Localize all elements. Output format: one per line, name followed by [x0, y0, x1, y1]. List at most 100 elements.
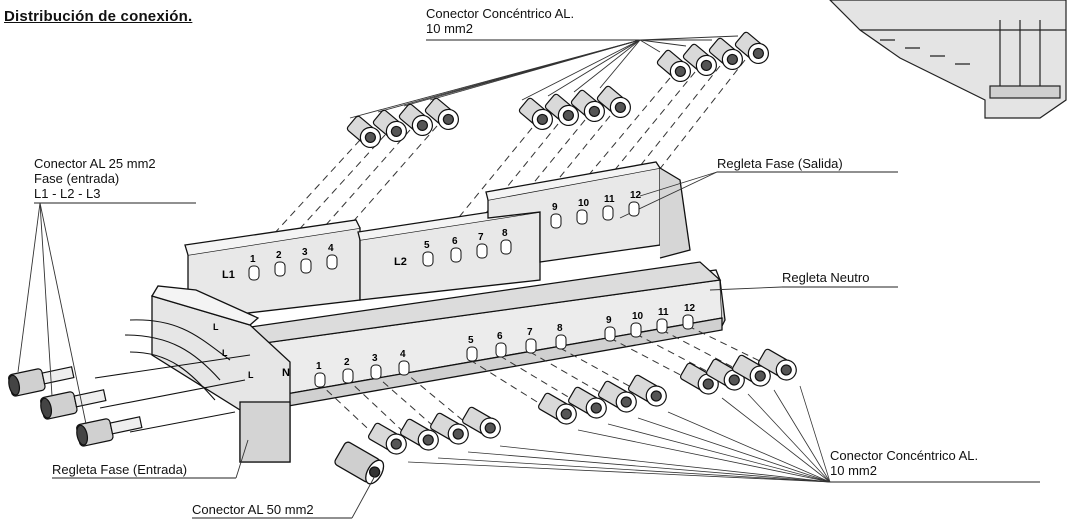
input-connector [8, 366, 75, 397]
phase-out-number-6: 6 [452, 236, 458, 247]
top-connector-label-line2: 10 mm2 [426, 21, 473, 36]
bottom-connector [461, 406, 501, 439]
neutral-number-terminal-hole [314, 372, 326, 388]
neutral-marker: N [282, 367, 290, 379]
input-connectors [8, 366, 143, 447]
top-connector [570, 89, 605, 123]
neutral-number-terminal-hole [555, 334, 567, 350]
phase-group-l2: L2 [394, 256, 407, 268]
input-connector-label-line1: Conector AL 25 mm2 [34, 156, 156, 171]
phase-out-number-terminal-hole [274, 261, 286, 277]
phase-out-number-terminal-hole [450, 247, 462, 263]
neutral-number-terminal-hole [370, 364, 382, 380]
bottom-connectors [367, 348, 797, 455]
connector-50 [334, 441, 385, 485]
top-connector [518, 97, 553, 131]
neutral-number-terminal-hole [466, 346, 478, 362]
neutral-number-10: 10 [632, 311, 644, 322]
bottom-connector [705, 358, 745, 391]
input-marker-3: L [248, 370, 254, 380]
neutral-number-6: 6 [497, 331, 503, 342]
product-thumbnail [829, 0, 1067, 119]
neutral-number-5: 5 [468, 335, 474, 346]
top-connector [544, 93, 579, 127]
bottom-connector [679, 362, 719, 395]
neutral-number-terminal-hole [342, 368, 354, 384]
neutral-number-1: 1 [316, 361, 322, 372]
phase-out-number-terminal-hole [476, 243, 488, 259]
connector-50-label: Conector AL 50 mm2 [192, 502, 314, 517]
phase-in-strip [151, 285, 291, 463]
phase-out-number-terminal-hole [550, 213, 562, 229]
phase-out-number-1: 1 [250, 254, 256, 265]
bottom-connector [757, 348, 797, 381]
phase-out-number-12: 12 [630, 190, 642, 201]
neutral-number-terminal-hole [604, 326, 616, 342]
input-connector-label: Conector AL 25 mm2 Fase (entrada) L1 - L… [34, 156, 156, 201]
neutral-number-terminal-hole [398, 360, 410, 376]
neutral-number-terminal-hole [656, 318, 668, 334]
phase-out-number-2: 2 [276, 250, 282, 261]
input-connector [76, 416, 143, 447]
phase-out-number-terminal-hole [576, 209, 588, 225]
input-connector-label-line3: L1 - L2 - L3 [34, 186, 101, 201]
input-connector [40, 389, 107, 420]
phase-out-leader [639, 171, 718, 197]
top-connector [682, 43, 717, 77]
top-connector [424, 97, 459, 131]
top-connector [656, 49, 691, 83]
neutral-number-8: 8 [557, 323, 563, 334]
bottom-connector [627, 374, 667, 407]
top-connector [596, 85, 631, 119]
bottom-connector [597, 380, 637, 413]
phase-out-number-terminal-hole [422, 251, 434, 267]
input-marker-2: L [222, 348, 228, 358]
phase-out-number-terminal-hole [248, 265, 260, 281]
phase-out-number-terminal-hole [602, 205, 614, 221]
phase-out-number-7: 7 [478, 232, 484, 243]
phase-out-number-8: 8 [502, 228, 508, 239]
bottom-connector-label-line2: 10 mm2 [830, 463, 877, 478]
top-connectors [346, 31, 769, 149]
top-connector-label-line1: Conector Concéntrico AL. [426, 6, 575, 21]
phase-in-strip-label: Regleta Fase (Entrada) [52, 462, 188, 477]
phase-out-number-3: 3 [302, 247, 308, 258]
top-connector-label: Conector Concéntrico AL. 10 mm2 [426, 6, 574, 36]
neutral-number-2: 2 [344, 357, 350, 368]
phase-out-strip [184, 161, 691, 321]
bottom-connector [429, 412, 469, 445]
neutral-number-11: 11 [658, 307, 669, 318]
top-connector [708, 37, 743, 71]
phase-out-number-terminal-hole [500, 239, 512, 255]
bottom-connector [399, 418, 439, 451]
bottom-connector-label-line1: Conector Concéntrico AL. [830, 448, 979, 463]
input-connector-label-line2: Fase (entrada) [34, 171, 120, 186]
neutral-number-terminal-hole [495, 342, 507, 358]
phase-group-l1: L1 [222, 269, 235, 281]
neutral-number-4: 4 [400, 349, 406, 360]
top-leader-lines [349, 35, 739, 119]
neutral-number-9: 9 [606, 315, 612, 326]
connector-50-leader [351, 473, 377, 519]
top-connector [346, 115, 381, 149]
phase-in-leader [235, 439, 249, 479]
phase-out-number-terminal-hole [326, 254, 338, 270]
input-leader-lines [17, 202, 87, 425]
phase-out-number-5: 5 [424, 240, 430, 251]
neutral-number-7: 7 [527, 327, 533, 338]
bottom-guide-lines [317, 325, 771, 441]
bottom-connector-label: Conector Concéntrico AL. 10 mm2 [830, 448, 978, 478]
top-connector [372, 109, 407, 143]
phase-out-number-terminal-hole [628, 201, 640, 217]
bottom-leader-lines [407, 385, 831, 483]
top-connector [398, 103, 433, 137]
neutral-number-terminal-hole [525, 338, 537, 354]
phase-out-number-9: 9 [552, 202, 558, 213]
top-connector [734, 31, 769, 65]
bottom-connector [367, 422, 407, 455]
phase-out-number-terminal-hole [300, 258, 312, 274]
page-title: Distribución de conexión. [4, 8, 193, 25]
